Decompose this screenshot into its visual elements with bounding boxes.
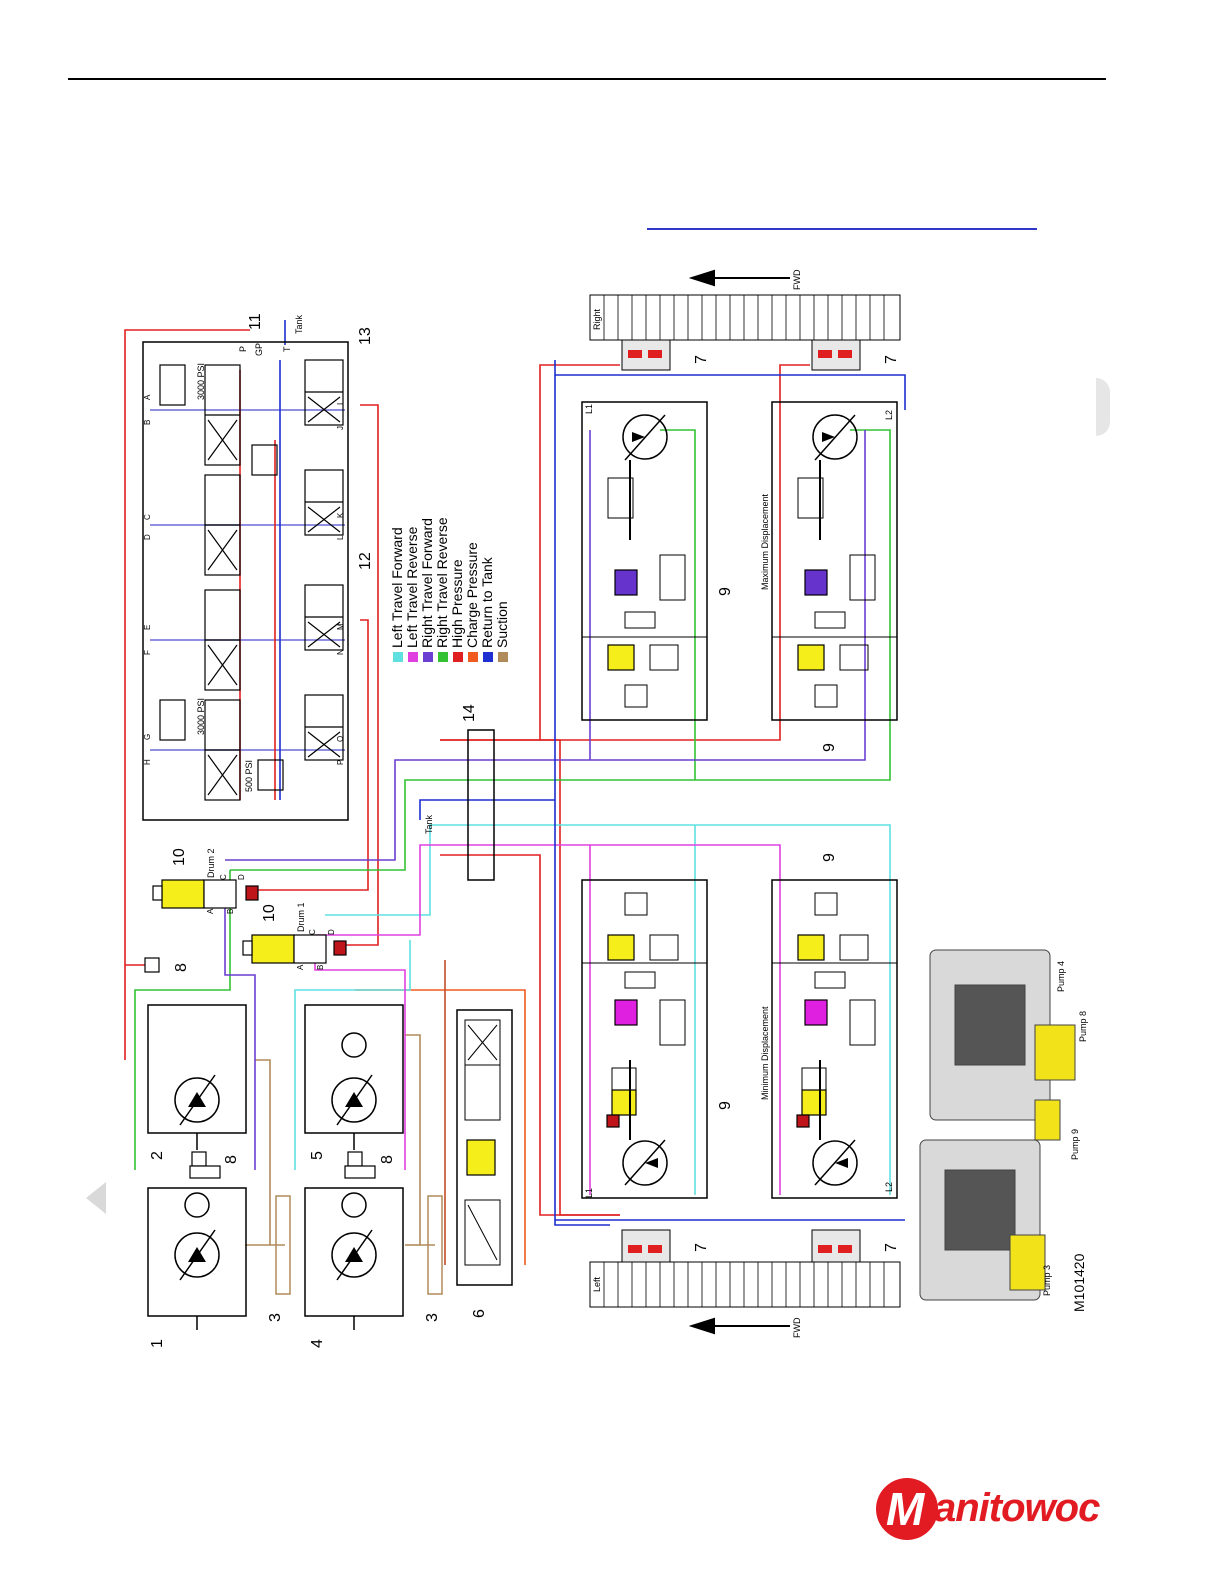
- label-pump4: Pump 4: [1056, 961, 1066, 992]
- callout-10b: 10: [261, 904, 278, 922]
- label-min-displacement: Minimum Displacement: [760, 1006, 770, 1100]
- label-l2-top: L2: [884, 410, 894, 420]
- legend-item-4: High Pressure: [449, 559, 465, 648]
- drum2-port-c: C: [219, 874, 228, 880]
- callout-9c: 9: [717, 1101, 734, 1110]
- drum1-port-c: C: [308, 929, 317, 935]
- callout-8c: 8: [379, 1155, 396, 1164]
- label-tank-top: Tank: [294, 314, 304, 334]
- drum1-port-a: A: [296, 964, 305, 970]
- drum2-port-a: A: [206, 908, 215, 914]
- label-p: P: [238, 346, 248, 352]
- callout-3a: 3: [267, 1313, 284, 1322]
- label-l1-bottom: L1: [584, 1188, 594, 1198]
- legend-swatches: [393, 652, 508, 662]
- drum1-port-d: D: [327, 929, 336, 935]
- callout-14: 14: [461, 704, 478, 722]
- callout-8b: 8: [223, 1155, 240, 1164]
- link-underline[interactable]: [647, 228, 1037, 230]
- label-right: Right: [592, 308, 602, 330]
- callout-7d: 7: [883, 1243, 900, 1252]
- callout-1: 1: [149, 1339, 166, 1348]
- previous-page-arrow-icon[interactable]: [86, 1182, 106, 1214]
- callout-9b: 9: [821, 743, 838, 752]
- label-drum2: Drum 2: [206, 848, 216, 878]
- label-max-displacement: Maximum Displacement: [760, 493, 770, 590]
- callout-8a: 8: [173, 963, 190, 972]
- drum2-port-d: D: [237, 874, 246, 880]
- label-psi-3000b: 3000 PSI: [196, 698, 206, 735]
- legend-item-6: Return to Tank: [479, 556, 495, 648]
- label-pump3: Pump 3: [1042, 1265, 1052, 1296]
- label-psi-500: 500 PSI: [244, 760, 254, 792]
- manitowoc-logo: M anitowoc: [876, 1478, 1100, 1540]
- fwd-top: FWD: [792, 269, 802, 290]
- port-g: G: [143, 734, 152, 740]
- label-t: T: [282, 346, 292, 352]
- fwd-bottom: FWD: [792, 1317, 802, 1338]
- figure-id: M101420: [1071, 1253, 1087, 1312]
- legend-item-1: Left Travel Reverse: [404, 526, 420, 648]
- port-n: N: [336, 649, 345, 655]
- port-b: B: [143, 420, 152, 425]
- callout-11: 11: [247, 313, 264, 330]
- pump-photo: [919, 949, 1076, 1301]
- label-left: Left: [592, 1276, 602, 1292]
- port-h: H: [143, 759, 152, 765]
- label-pump8: Pump 8: [1078, 1011, 1088, 1042]
- label-l2-bottom: L2: [884, 1182, 894, 1192]
- port-a: A: [143, 394, 152, 400]
- callout-2: 2: [149, 1151, 166, 1160]
- legend-item-3: Right Travel Reverse: [434, 517, 450, 648]
- drum2-port-b: B: [226, 909, 235, 914]
- port-e: E: [143, 625, 152, 630]
- port-j: J: [336, 426, 345, 430]
- logo-wordmark: anitowoc: [934, 1486, 1100, 1530]
- port-f: F: [143, 650, 152, 655]
- port-o: O: [336, 736, 345, 742]
- next-page-tab-icon[interactable]: [1096, 378, 1110, 436]
- label-pump9: Pump 9: [1070, 1129, 1080, 1160]
- callout-10a: 10: [171, 848, 188, 866]
- callout-4: 4: [309, 1339, 326, 1348]
- label-psi-3000a: 3000 PSI: [196, 363, 206, 400]
- callout-6: 6: [471, 1309, 488, 1318]
- callout-7c: 7: [693, 1243, 710, 1252]
- logo-circle: [876, 1478, 938, 1540]
- logo-m: M: [886, 1483, 925, 1535]
- label-drum1: Drum 1: [296, 902, 306, 932]
- legend-item-2: Right Travel Forward: [419, 518, 435, 648]
- callout-9a: 9: [717, 587, 734, 596]
- callout-7b: 7: [883, 355, 900, 364]
- port-c: C: [143, 514, 152, 520]
- port-k: K: [336, 512, 345, 518]
- callout-12: 12: [357, 552, 374, 570]
- legend-item-5: Charge Pressure: [464, 542, 480, 648]
- port-p: P: [336, 760, 345, 765]
- header-rule: [68, 78, 1106, 80]
- callout-5: 5: [309, 1151, 326, 1160]
- label-l1-top: L1: [584, 404, 594, 414]
- callout-7a: 7: [693, 355, 710, 364]
- legend-item-0: Left Travel Forward: [389, 527, 405, 648]
- legend-item-7: Suction: [494, 601, 510, 648]
- callout-9d: 9: [821, 853, 838, 862]
- label-tank-mid: Tank: [424, 814, 434, 834]
- label-gp: GP: [254, 343, 264, 356]
- callout-3b: 3: [424, 1313, 441, 1322]
- port-l: L: [336, 535, 345, 540]
- port-m: M: [336, 623, 345, 630]
- callout-13: 13: [357, 327, 374, 345]
- drum1-port-b: B: [316, 965, 325, 970]
- port-i: I: [336, 403, 345, 405]
- port-d: D: [143, 534, 152, 540]
